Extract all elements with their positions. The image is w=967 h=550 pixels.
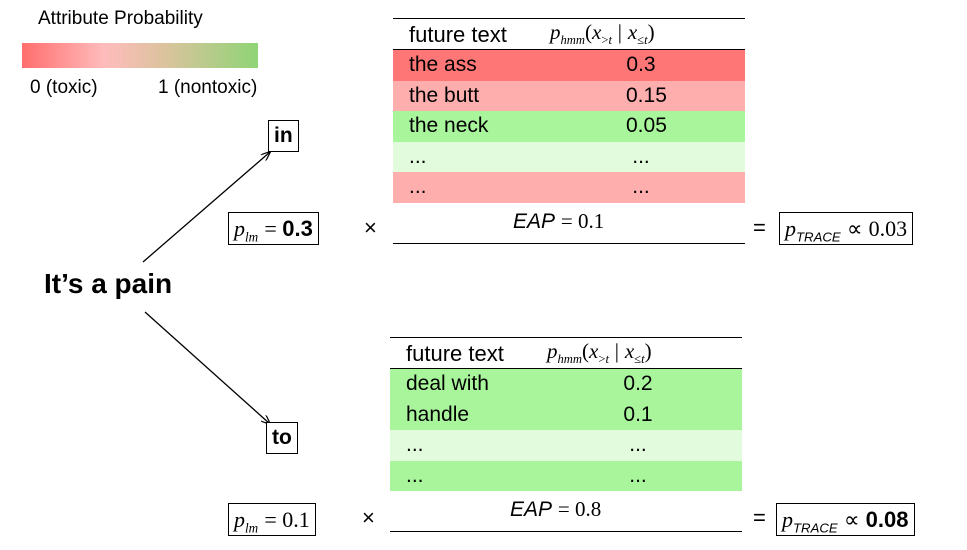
header-future-text: future text: [409, 22, 507, 47]
eap-row: EAP = 0.1: [393, 203, 745, 243]
future-text-cell: the butt: [409, 83, 480, 107]
probability-cell: 0.15: [626, 83, 667, 107]
future-text-cell: ...: [406, 463, 424, 487]
header-p-hmm: phmm(x>t | x≤t): [550, 20, 655, 48]
legend-high-label: 1 (nontoxic): [158, 77, 258, 98]
eap-value: EAP = 0.1: [513, 208, 605, 233]
table-row: the ass 0.3: [393, 50, 745, 81]
probability-cell: 0.05: [626, 114, 667, 137]
table-row: ......: [393, 141, 745, 172]
probability-cell: 0.1: [623, 402, 653, 426]
table-header: future text phmm(x>t | x≤t): [390, 338, 742, 368]
token-to-box: to: [266, 422, 298, 454]
future-text-cell: ...: [409, 144, 427, 168]
table-row: ......: [393, 172, 745, 203]
eap-value: EAP = 0.8: [510, 497, 602, 521]
future-text-cell: the neck: [409, 114, 489, 137]
future-text-cell: deal with: [406, 372, 489, 395]
probability-cell: ...: [632, 144, 650, 168]
p-lm-box-to: plm = 0.1: [228, 503, 316, 536]
table-row: ......: [390, 460, 742, 491]
future-text-cell: handle: [406, 402, 470, 426]
equals-sign: =: [753, 215, 766, 240]
times-sign: ×: [362, 505, 375, 530]
times-sign: ×: [364, 215, 377, 240]
p-lm-box-in: plm = 0.3: [228, 212, 319, 245]
table-row: deal with 0.2: [390, 369, 742, 400]
p-trace-box-in: pTRACE ∝ 0.03: [779, 212, 914, 245]
arrow-to-in: [142, 152, 270, 263]
token-in-box: in: [268, 120, 299, 152]
probability-cell: ...: [629, 433, 647, 456]
probability-cell: 0.2: [623, 372, 653, 395]
future-text-cell: the ass: [409, 53, 477, 76]
table-row: the butt 0.15: [393, 80, 745, 111]
future-text-cell: ...: [409, 175, 427, 198]
probability-cell: ...: [629, 463, 647, 487]
future-text-table-to: future text phmm(x>t | x≤t) deal with 0.2…: [390, 337, 742, 532]
future-text-cell: ...: [406, 433, 424, 456]
legend-color-bar: [22, 43, 258, 68]
prefix-text: It’s a pain: [44, 268, 173, 299]
table-header: future text phmm(x>t | x≤t): [393, 19, 745, 49]
probability-cell: ...: [632, 175, 650, 198]
eap-row: EAP = 0.8: [390, 491, 742, 531]
header-p-hmm: phmm(x>t | x≤t): [547, 339, 652, 367]
arrow-to-to: [144, 311, 270, 424]
legend-title: Attribute Probability: [38, 8, 203, 29]
equals-sign: =: [753, 505, 766, 530]
table-row: the neck 0.05: [393, 111, 745, 142]
header-future-text: future text: [406, 341, 504, 366]
p-trace-box-to: pTRACE ∝ 0.08: [776, 503, 915, 536]
table-row: handle 0.1: [390, 399, 742, 430]
probability-cell: 0.3: [626, 53, 656, 76]
table-row: ......: [390, 430, 742, 461]
legend-low-label: 0 (toxic): [30, 77, 98, 98]
